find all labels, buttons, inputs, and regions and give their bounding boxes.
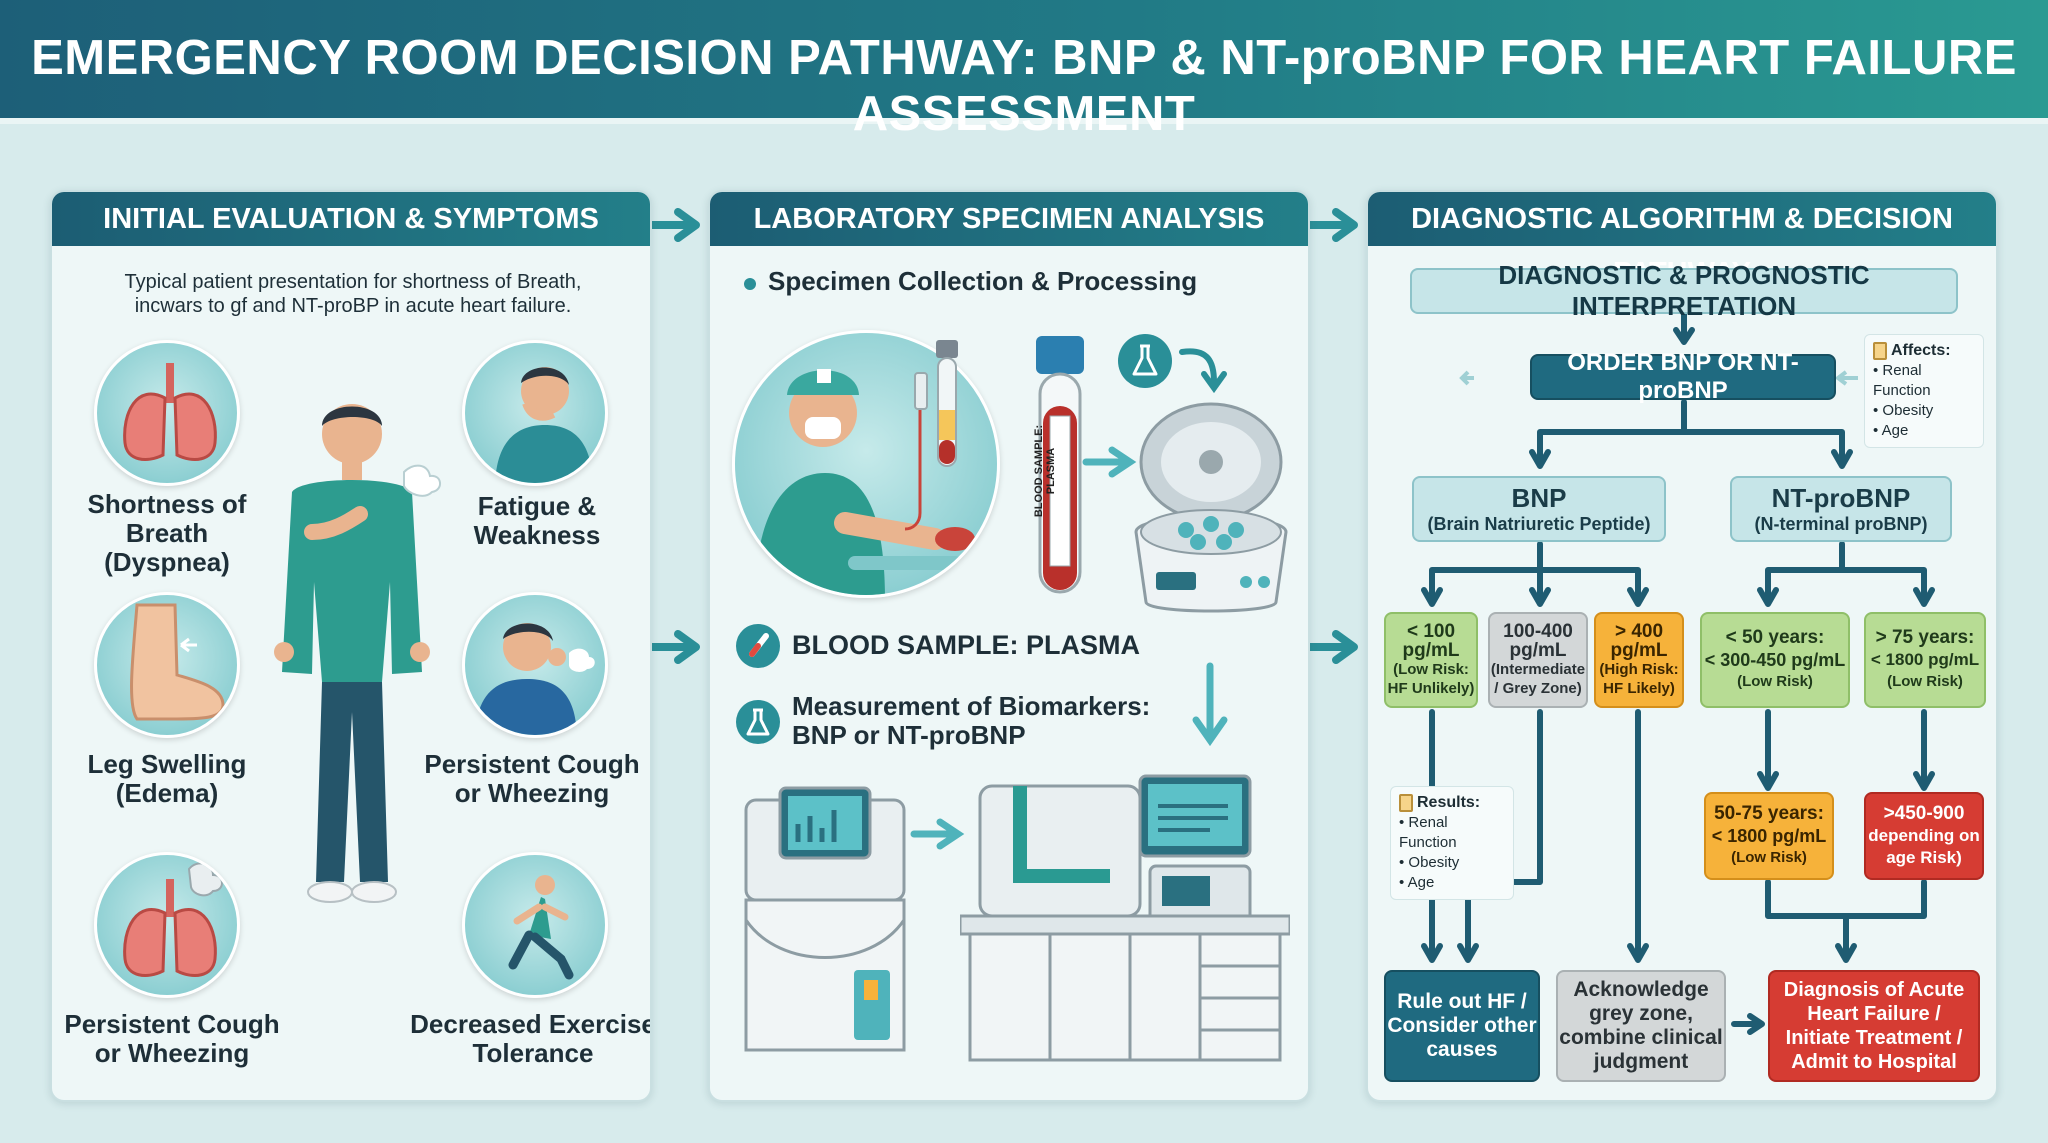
- bnp-high-box: > 400 pg/mL (High Risk: HF Likely): [1594, 612, 1684, 708]
- nt-high-box: >450-900 depending on age Risk): [1864, 792, 1984, 880]
- bnp-box: BNP (Brain Natriuretic Peptide): [1412, 476, 1666, 542]
- plasma-label: BLOOD SAMPLE: PLASMA: [792, 630, 1140, 660]
- analyzer-large-icon: [960, 774, 1290, 1062]
- bullet-icon: [744, 278, 756, 290]
- clipboard-icon: [1873, 342, 1887, 361]
- arrow-down-icon: [1192, 662, 1228, 747]
- bnp-mid-box: 100-400 pg/mL (Intermediate / Grey Zone): [1488, 612, 1588, 708]
- intro-text: Typical patient presentation for shortne…: [124, 271, 582, 317]
- arrow-right-icon: [1306, 630, 1358, 664]
- title-bar: [0, 0, 2048, 124]
- lungs-cough-illustration: [94, 852, 240, 998]
- page-title: EMERGENCY ROOM DECISION PATHWAY: BNP & N…: [31, 31, 2017, 141]
- nt-50-75-box: 50-75 years: < 1800 pg/mL (Low Risk): [1704, 792, 1834, 880]
- panel-lab-analysis: LABORATORY SPECIMEN ANALYSIS Specimen Co…: [708, 190, 1310, 1102]
- lungs-icon: [123, 862, 223, 977]
- test-tube-icon: [936, 340, 958, 467]
- collection-heading: Specimen Collection & Processing: [768, 266, 1198, 296]
- arrow-right-icon: [1306, 208, 1358, 242]
- tired-person-icon: [495, 367, 593, 483]
- coughing-person-icon: [475, 623, 595, 735]
- lungs-icon: [123, 363, 217, 461]
- symptom-dyspnea: Shortness of Breath (Dyspnea): [87, 489, 247, 577]
- ntprobnp-box: NT-proBNP (N-terminal proBNP): [1730, 476, 1952, 542]
- analyzer-small-icon: [744, 786, 906, 1052]
- lungs-illustration: [94, 340, 240, 486]
- centrifuge-icon: [1134, 402, 1288, 613]
- grey-zone-box: Acknowledge grey zone, combine clinical …: [1556, 970, 1726, 1082]
- foot-icon: [130, 603, 225, 721]
- interpretation-box: DIAGNOSTIC & PROGNOSTIC INTERPRETATION: [1410, 260, 1958, 321]
- panel-header: DIAGNOSTIC ALGORITHM & DECISION PATHWAY: [1368, 192, 1996, 289]
- order-test-box: ORDER BNP OR NT-proBNP: [1530, 349, 1836, 404]
- panel-initial-evaluation: INITIAL EVALUATION & SYMPTOMS Typical pa…: [50, 190, 652, 1102]
- arrow-right-icon: [648, 208, 700, 242]
- rule-out-box: Rule out HF / Consider other causes: [1384, 970, 1540, 1082]
- leg-swelling-illustration: [94, 592, 240, 738]
- flask-icon: [736, 700, 780, 744]
- blood-drop-icon: [736, 624, 780, 668]
- symptom-edema: Leg Swelling (Edema): [87, 749, 247, 808]
- exercise-illustration: [462, 852, 608, 998]
- results-note: Results: • Renal Function • Obesity • Ag…: [1390, 786, 1514, 900]
- nurse-illustration: [732, 330, 1000, 598]
- diagnosis-box: Diagnosis of Acute Heart Failure / Initi…: [1768, 970, 1980, 1082]
- bnp-low-box: < 100 pg/mL (Low Risk: HF Unlikely): [1384, 612, 1478, 708]
- symptom-fatigue: Fatigue & Weakness: [473, 491, 601, 550]
- panel-header: LABORATORY SPECIMEN ANALYSIS: [710, 192, 1308, 246]
- symptom-cough-left: Persistent Cough or Wheezing: [64, 1009, 280, 1068]
- nt-over75-box: > 75 years: < 1800 pg/mL (Low Risk): [1864, 612, 1986, 708]
- clipboard-icon: [1399, 794, 1413, 813]
- patient-figure-icon: [274, 404, 441, 903]
- fatigue-illustration: [462, 340, 608, 486]
- flask-icon: [1118, 334, 1172, 388]
- panel-diagnostic-algorithm: DIAGNOSTIC ALGORITHM & DECISION PATHWAY: [1366, 190, 1998, 1102]
- symptom-cough-right: Persistent Cough or Wheezing: [424, 749, 640, 808]
- tube-label: BLOOD SAMPLE: PLASMA: [1033, 424, 1057, 518]
- panel-header: INITIAL EVALUATION & SYMPTOMS: [52, 192, 650, 246]
- arrow-right-icon: [910, 818, 965, 850]
- nurse-drawing-blood-icon: [755, 369, 975, 595]
- arrow-right-icon: [1082, 446, 1137, 478]
- nt-under50-box: < 50 years: < 300-450 pg/mL (Low Risk): [1700, 612, 1850, 708]
- affects-note: Affects: • Renal Function • Obesity • Ag…: [1864, 334, 1984, 448]
- running-person-icon: [508, 875, 574, 980]
- symptom-exercise: Decreased Exercise Tolerance: [410, 1009, 652, 1068]
- curved-arrow-icon: [1179, 348, 1227, 394]
- measurement-label: Measurement of Biomarkers: BNP or NT-pro…: [792, 691, 1151, 750]
- arrow-right-icon: [648, 630, 700, 664]
- cough-illustration: [462, 592, 608, 738]
- blood-tube-icon: [1036, 336, 1084, 594]
